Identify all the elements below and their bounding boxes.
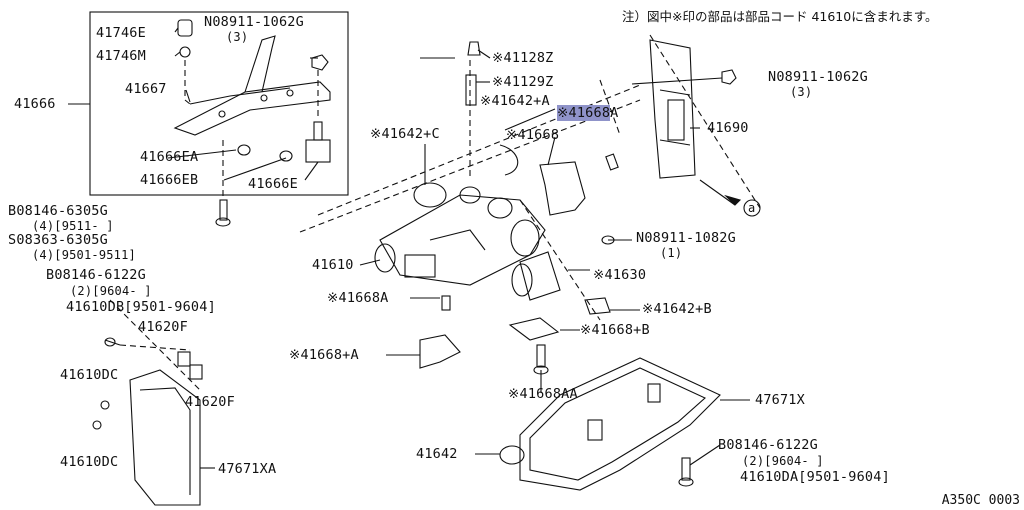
bracket-41667	[173, 81, 331, 136]
bracket-41668plusA	[419, 334, 461, 369]
label-41610DC-b: 41610DC	[60, 454, 119, 470]
label-n08911-1082G: N08911-1082G	[636, 230, 736, 246]
label-n08911-1082G-qty: (1)	[660, 246, 683, 260]
nut-08911-top	[311, 54, 329, 71]
label-s08363-6305G-sub: (4)[9501-9511]	[32, 248, 136, 262]
label-41667: 41667	[125, 81, 167, 97]
label-41668AA: ※41668AA	[508, 386, 578, 402]
bracket-41690	[649, 39, 696, 179]
label-41128Z: ※41128Z	[492, 50, 554, 66]
label-47671X: 47671X	[755, 392, 805, 408]
label-41690: 41690	[707, 120, 749, 136]
label-41668: ※41668	[506, 127, 560, 143]
actuator-41610	[374, 186, 546, 286]
label-41666E: 41666E	[248, 176, 298, 192]
label-b08146-6305G-sub: (4)[9511- ]	[32, 219, 114, 233]
label-41666: 41666	[14, 96, 56, 112]
label-41668A-b: ※41668A	[327, 290, 389, 306]
label-41746M: 41746M	[96, 48, 146, 64]
clip-41642B	[584, 297, 611, 315]
bracket-41668	[539, 161, 586, 216]
label-41642: 41642	[416, 446, 458, 462]
label-n08911-1062G-a: N08911-1062G	[204, 14, 304, 30]
label-41610DC-a: 41610DC	[60, 367, 119, 383]
diagram-code: A350C 0003	[941, 493, 1020, 508]
label-41630: ※41630	[593, 267, 647, 283]
label-41668A-highlight: ※41668A	[557, 105, 619, 121]
grommet-41746E	[177, 19, 193, 37]
note-text: 注）図中※印の部品は部品コード 41610に含まれます。	[622, 9, 938, 24]
label-b08146-6122G-b-sub: (2)[9604- ]	[742, 454, 824, 468]
circle-a-marker	[743, 199, 761, 217]
nut-08911-right	[721, 69, 737, 85]
label-41610DA: 41610DA[9501-9604]	[740, 469, 890, 485]
splash-47671XA	[129, 369, 201, 506]
pump-41630	[511, 251, 561, 301]
label-47671XA: 47671XA	[218, 461, 277, 477]
label-b08146-6122G-a: B08146-6122G	[46, 267, 146, 283]
label-41668plusA: ※41668+A	[289, 347, 359, 363]
clamp-41642C	[413, 182, 447, 208]
label-41668B: ※41668+B	[580, 322, 650, 338]
label-41666EA: 41666EA	[140, 149, 199, 165]
label-n08911-1062G-b: N08911-1062G	[768, 69, 868, 85]
label-b08146-6122G-a-sub: (2)[9604- ]	[70, 284, 152, 298]
label-41620F-a: 41620F	[138, 319, 188, 335]
label-b08146-6305G: B08146-6305G	[8, 203, 108, 219]
label-41642A: ※41642+A	[480, 93, 550, 109]
tray-47671X	[519, 357, 721, 491]
label-41620F-b: 41620F	[185, 394, 235, 410]
label-n08911-1062G-b-qty: (3)	[790, 85, 813, 99]
label-n08911-1062G-a-qty: (3)	[226, 30, 249, 44]
bracket-41668plusB	[508, 317, 560, 341]
label-41129Z: ※41129Z	[492, 74, 554, 90]
label-41610DB: 41610DB[9501-9604]	[66, 299, 216, 315]
mount-41666E	[305, 139, 331, 163]
label-circle-a: a	[748, 201, 756, 215]
label-41746E: 41746E	[96, 25, 146, 41]
label-41642C: ※41642+C	[370, 126, 440, 142]
label-b08146-6122G-b: B08146-6122G	[718, 437, 818, 453]
label-41610: 41610	[312, 257, 354, 273]
label-41666EB: 41666EB	[140, 172, 199, 188]
hose-41642A	[499, 144, 519, 176]
label-s08363-6305G: S08363-6305G	[8, 232, 108, 248]
highlight-box: ※41668	[557, 105, 611, 121]
plug-41642	[499, 445, 525, 465]
collar-41746M	[179, 46, 191, 58]
label-41642B: ※41642+B	[642, 301, 712, 317]
label-41668A-suffix: A	[610, 105, 619, 121]
